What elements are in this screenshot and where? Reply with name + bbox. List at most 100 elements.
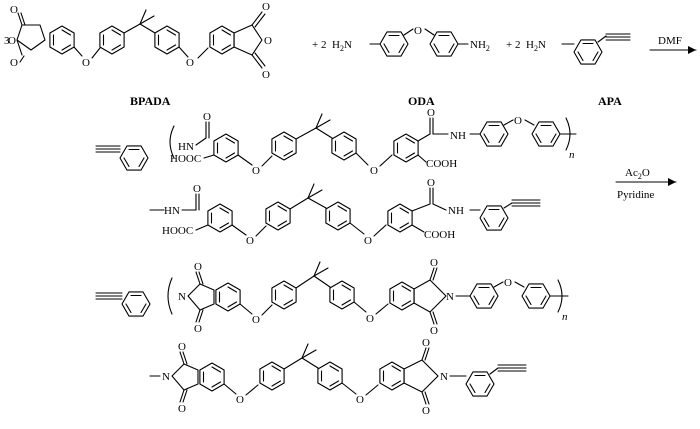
carbonyl-oxygen: O: [422, 337, 430, 349]
oda-label: ODA: [408, 94, 435, 108]
carbonyl-oxygen: O: [430, 325, 438, 337]
imide-end-group: N O O O O O O N: [149, 337, 527, 417]
nitrogen-label: N: [470, 39, 478, 51]
carbonyl-oxygen: O: [194, 323, 202, 335]
benzene-ring: [329, 280, 355, 310]
benzene-ring: [325, 201, 351, 231]
benzene-ring: [393, 133, 419, 163]
benzene-ring: [265, 201, 291, 231]
imide-nitrogen: N: [178, 291, 186, 303]
amide-hn-label: HN: [178, 141, 194, 153]
benzene-ring: [387, 203, 413, 233]
bpada-label: BPADA: [130, 94, 171, 108]
benzene-ring: [271, 131, 297, 161]
oda-coefficient: + 2: [312, 39, 326, 51]
carboxylic-acid-label: COOH: [424, 229, 455, 241]
apa-label: APA: [598, 94, 622, 108]
ether-oxygen: O: [236, 394, 244, 406]
benzene-ring: [379, 31, 409, 57]
bpada-coefficient: 3: [4, 35, 10, 47]
svg-text:H2N: H2N: [332, 39, 352, 53]
benzene-ring: [271, 280, 297, 310]
oxygen-label: O: [264, 35, 272, 47]
ether-oxygen: O: [504, 277, 512, 289]
oxygen-label: O: [10, 57, 18, 69]
carbonyl-oxygen: O: [178, 341, 186, 353]
svg-text:NH2: NH2: [470, 39, 490, 53]
ether-oxygen: O: [246, 235, 254, 247]
ether-oxygen: O: [414, 25, 422, 37]
benzene-ring: [479, 121, 509, 147]
nitrogen-label: N: [538, 39, 546, 51]
dmf-label: DMF: [658, 35, 682, 47]
oda-structure: + 2 H2N O NH2 ODA: [312, 25, 490, 108]
imide-nitrogen: N: [440, 371, 448, 383]
imide-nitrogen: N: [446, 291, 454, 303]
amide-hn-label: HN: [164, 205, 180, 217]
amide-nh-label: NH: [450, 130, 466, 142]
benzene-ring: [429, 31, 459, 57]
acetic-anhydride-label: O: [642, 167, 650, 179]
apa-structure: + 2 H2N APA: [506, 33, 631, 108]
dmf-arrow: DMF: [649, 35, 697, 54]
benzene-ring: [99, 25, 125, 55]
ether-oxygen: O: [82, 57, 90, 69]
ether-oxygen: O: [514, 115, 522, 127]
ether-oxygen: O: [356, 394, 364, 406]
benzene-ring: [521, 283, 551, 309]
hydrogen-label: H: [332, 39, 340, 51]
hydrogen-label: H: [526, 39, 534, 51]
bpada-structure: 3 O O O O O O O O BPADA: [4, 1, 272, 108]
svg-text:Ac2O: Ac2O: [625, 167, 650, 181]
oxygen-label: O: [262, 69, 270, 81]
carbonyl-oxygen: O: [422, 405, 430, 417]
benzene-ring: [154, 25, 180, 55]
benzene-ring: [119, 145, 149, 171]
amide-nh-label: NH: [448, 205, 464, 217]
benzene-ring: [215, 282, 241, 312]
apa-coefficient: + 2: [506, 39, 520, 51]
ether-oxygen: O: [364, 235, 372, 247]
carboxylic-acid-label: COOH: [426, 158, 457, 170]
benzene-ring: [331, 131, 357, 161]
svg-text:H2N: H2N: [526, 39, 546, 53]
ether-oxygen: O: [370, 165, 378, 177]
benzene-ring: [389, 281, 415, 311]
acetic-anhydride-label: Ac: [625, 167, 638, 179]
benzene-ring: [531, 121, 561, 147]
carbonyl-oxygen: O: [193, 183, 201, 195]
oxygen-label: O: [262, 1, 270, 13]
benzene-ring: [207, 203, 233, 233]
oxygen-label: O: [8, 35, 16, 47]
polyimide-repeat: N O O O O O O N O n: [95, 257, 569, 337]
carboxylic-acid-label: HOOC: [162, 225, 193, 237]
hydrogen-label: H: [478, 39, 486, 51]
oxygen-label: O: [10, 4, 18, 16]
benzene-ring: [573, 39, 603, 65]
carbonyl-oxygen: O: [430, 257, 438, 269]
benzene-ring: [259, 361, 285, 391]
imidization-arrow: Ac2O Pyridine: [615, 167, 677, 201]
benzene-ring: [199, 362, 225, 392]
repeat-n-label: n: [562, 311, 568, 323]
benzene-ring: [469, 283, 499, 309]
carbonyl-oxygen: O: [178, 403, 186, 415]
subscript-2: 2: [340, 44, 344, 53]
benzene-ring: [317, 361, 343, 391]
benzene-ring: [465, 371, 495, 397]
benzene-ring: [213, 133, 239, 163]
subscript-2: 2: [534, 44, 538, 53]
ether-oxygen: O: [366, 313, 374, 325]
pyridine-label: Pyridine: [617, 189, 654, 201]
polyamic-acid-repeat: HN O HOOC O O O NH COOH O: [95, 107, 577, 177]
benzene-ring: [479, 205, 509, 231]
ether-oxygen: O: [186, 57, 194, 69]
ether-oxygen: O: [252, 165, 260, 177]
subscript-2: 2: [486, 44, 490, 53]
carboxylic-acid-label: HOOC: [170, 153, 201, 165]
nitrogen-label: N: [344, 39, 352, 51]
benzene-ring: [121, 291, 151, 317]
carbonyl-oxygen: O: [203, 111, 211, 123]
subscript-2: 2: [638, 172, 642, 181]
